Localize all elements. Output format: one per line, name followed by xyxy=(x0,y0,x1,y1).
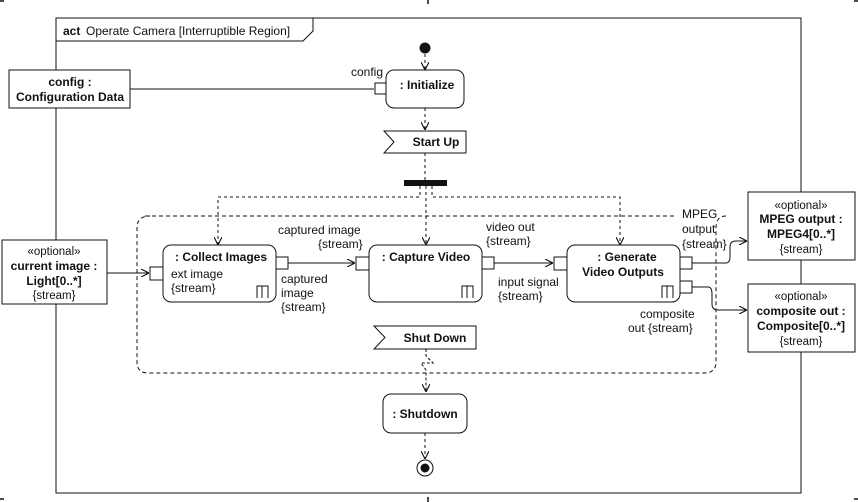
capture-video-action xyxy=(368,244,483,303)
video-out-label-2: {stream} xyxy=(486,234,531,248)
config-parameter xyxy=(8,69,131,109)
mpeg-output-label-3: {stream} xyxy=(682,237,727,251)
current-image-line1: current image : xyxy=(11,259,98,273)
shutdown-label: : Shutdown xyxy=(392,407,457,421)
initial-node xyxy=(419,42,431,54)
mpeg-output-param-line1: MPEG output : xyxy=(759,212,842,226)
ext-image-label-1: ext image xyxy=(171,267,223,281)
mpeg-output-label-1: MPEG xyxy=(682,207,717,221)
generate-label-1: : Generate xyxy=(597,250,657,264)
captured-image-bottom-label-3: {stream} xyxy=(281,300,326,314)
input-signal-label-1: input signal xyxy=(498,275,559,289)
rake-icon xyxy=(461,285,474,298)
captured-image-top-label-1: captured image xyxy=(278,223,361,237)
composite-out-parameter xyxy=(747,283,856,353)
frame-keyword: act xyxy=(63,24,80,38)
captured-image-in-pin xyxy=(355,256,370,271)
captured-image-bottom-label-2: image xyxy=(281,286,314,300)
generate-video-outputs-action xyxy=(566,244,681,303)
mpeg-output-label-2: output xyxy=(682,222,716,236)
ext-image-pin xyxy=(149,266,164,281)
frame-title: Operate Camera [Interruptible Region] xyxy=(86,24,290,38)
rake-icon xyxy=(256,285,269,298)
composite-out-label-2: out {stream} xyxy=(628,321,693,335)
config-param-line2: Configuration Data xyxy=(16,90,124,104)
interrupting-edge xyxy=(420,349,435,392)
captured-image-top-label-2: {stream} xyxy=(318,237,363,251)
config-pin xyxy=(374,82,387,95)
generate-label-2: Video Outputs xyxy=(582,265,664,279)
input-signal-label-2: {stream} xyxy=(498,289,543,303)
mpeg-output-stream: {stream} xyxy=(780,244,823,256)
config-pin-label: config xyxy=(351,65,383,79)
composite-out-pin xyxy=(679,280,693,294)
input-signal-pin xyxy=(553,256,568,271)
shut-down-signal xyxy=(372,325,477,350)
frame-name-tab xyxy=(56,18,314,42)
current-image-stream: {stream} xyxy=(33,290,76,302)
mpeg-output-param-line2: MPEG4[0..*] xyxy=(767,227,835,241)
capture-video-label: : Capture Video xyxy=(382,250,470,264)
mpeg-output-pin xyxy=(679,256,693,270)
captured-image-bottom-label-1: captured xyxy=(281,272,328,286)
collect-images-label: : Collect Images xyxy=(175,250,267,264)
start-up-label: Start Up xyxy=(413,135,460,149)
captured-image-out-pin xyxy=(275,256,289,270)
mpeg-output-parameter xyxy=(747,191,856,261)
rake-icon xyxy=(661,285,674,298)
composite-out-param-line1: composite out : xyxy=(756,304,845,318)
composite-out-stereotype: «optional» xyxy=(774,291,827,303)
composite-out-param-line2: Composite[0..*] xyxy=(757,319,845,333)
composite-out-stream: {stream} xyxy=(780,336,823,348)
fork-node xyxy=(404,180,447,186)
video-out-label-1: video out xyxy=(486,220,535,234)
video-out-pin xyxy=(481,256,495,270)
ext-image-label-2: {stream} xyxy=(171,281,216,295)
config-param-line1: config : xyxy=(48,75,91,89)
current-image-stereotype: «optional» xyxy=(27,246,80,258)
current-image-parameter xyxy=(1,239,108,305)
current-image-line2: Light[0..*] xyxy=(26,274,81,288)
initialize-label: : Initialize xyxy=(400,78,455,92)
shut-down-label: Shut Down xyxy=(404,331,467,345)
activity-final-node-center xyxy=(420,463,430,473)
composite-out-label-1: composite xyxy=(640,307,695,321)
mpeg-output-stereotype: «optional» xyxy=(774,200,827,212)
